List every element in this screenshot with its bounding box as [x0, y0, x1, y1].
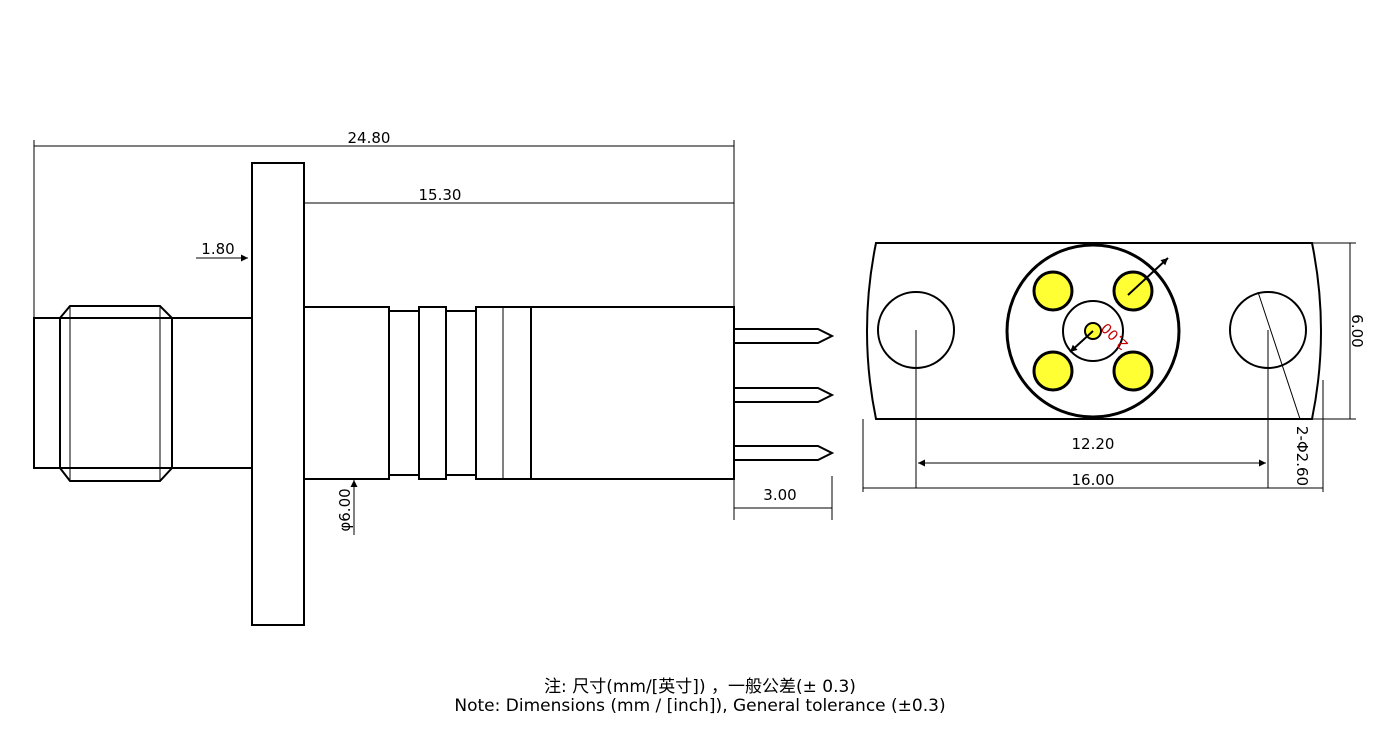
- body-segment-2: [530, 306, 735, 480]
- contact-pin-bottom-right: [1112, 350, 1154, 392]
- pin-middle: [734, 387, 835, 403]
- pin-bottom: [734, 445, 835, 461]
- body-groove-1: [388, 310, 420, 476]
- center-ring-inner: [1062, 300, 1124, 362]
- dim-mount-holes-label: 2-Φ2.60: [1293, 426, 1311, 486]
- connector-shaft: [33, 317, 253, 469]
- dim-flange-length-label: 16.00: [1072, 471, 1115, 489]
- front-view: 2.00 12.20 16.00 6.00 2-Φ2.60: [862, 242, 1366, 492]
- dim-overall-length: 24.80: [33, 129, 735, 318]
- pin-top: [734, 328, 835, 344]
- dim-flange-thickness-label: 1.80: [201, 240, 234, 258]
- body-segment-1: [303, 306, 390, 480]
- note-english: Note: Dimensions (mm / [inch]), General …: [454, 696, 946, 716]
- note-chinese: 注: 尺寸(mm/[英寸]) ，一般公差(± 0.3): [544, 677, 856, 697]
- dim-flange-width-label: 6.00: [1348, 314, 1366, 347]
- side-view: 24.80 15.30 1.80 φ6.00 3.00: [33, 129, 835, 626]
- dim-flange-thickness: 1.80: [196, 240, 248, 262]
- dim-overall-length-label: 24.80: [348, 129, 391, 147]
- dim-hole-spacing: 12.20: [918, 435, 1266, 467]
- body-ring-1: [418, 306, 447, 480]
- dim-body-length: 15.30: [304, 186, 734, 204]
- dim-body-length-label: 15.30: [419, 186, 462, 204]
- dim-hole-spacing-label: 12.20: [1072, 435, 1115, 453]
- dim-body-diameter-label: φ6.00: [336, 488, 354, 531]
- dim-pin-circle-label: 2.00: [1098, 319, 1131, 352]
- contact-pin-top-left: [1032, 270, 1074, 312]
- dim-flange-length: 16.00: [863, 471, 1323, 489]
- hex-nut: [59, 305, 173, 482]
- body-groove-2: [445, 310, 477, 476]
- center-ring-outer: [1005, 243, 1181, 419]
- dim-body-diameter: φ6.00: [336, 480, 358, 535]
- contact-pin-bottom-left: [1032, 350, 1074, 392]
- dim-pin-length: 3.00: [733, 476, 833, 520]
- flange: [251, 162, 305, 626]
- dim-flange-width: 6.00: [1312, 242, 1366, 420]
- dim-pin-length-label: 3.00: [763, 486, 796, 504]
